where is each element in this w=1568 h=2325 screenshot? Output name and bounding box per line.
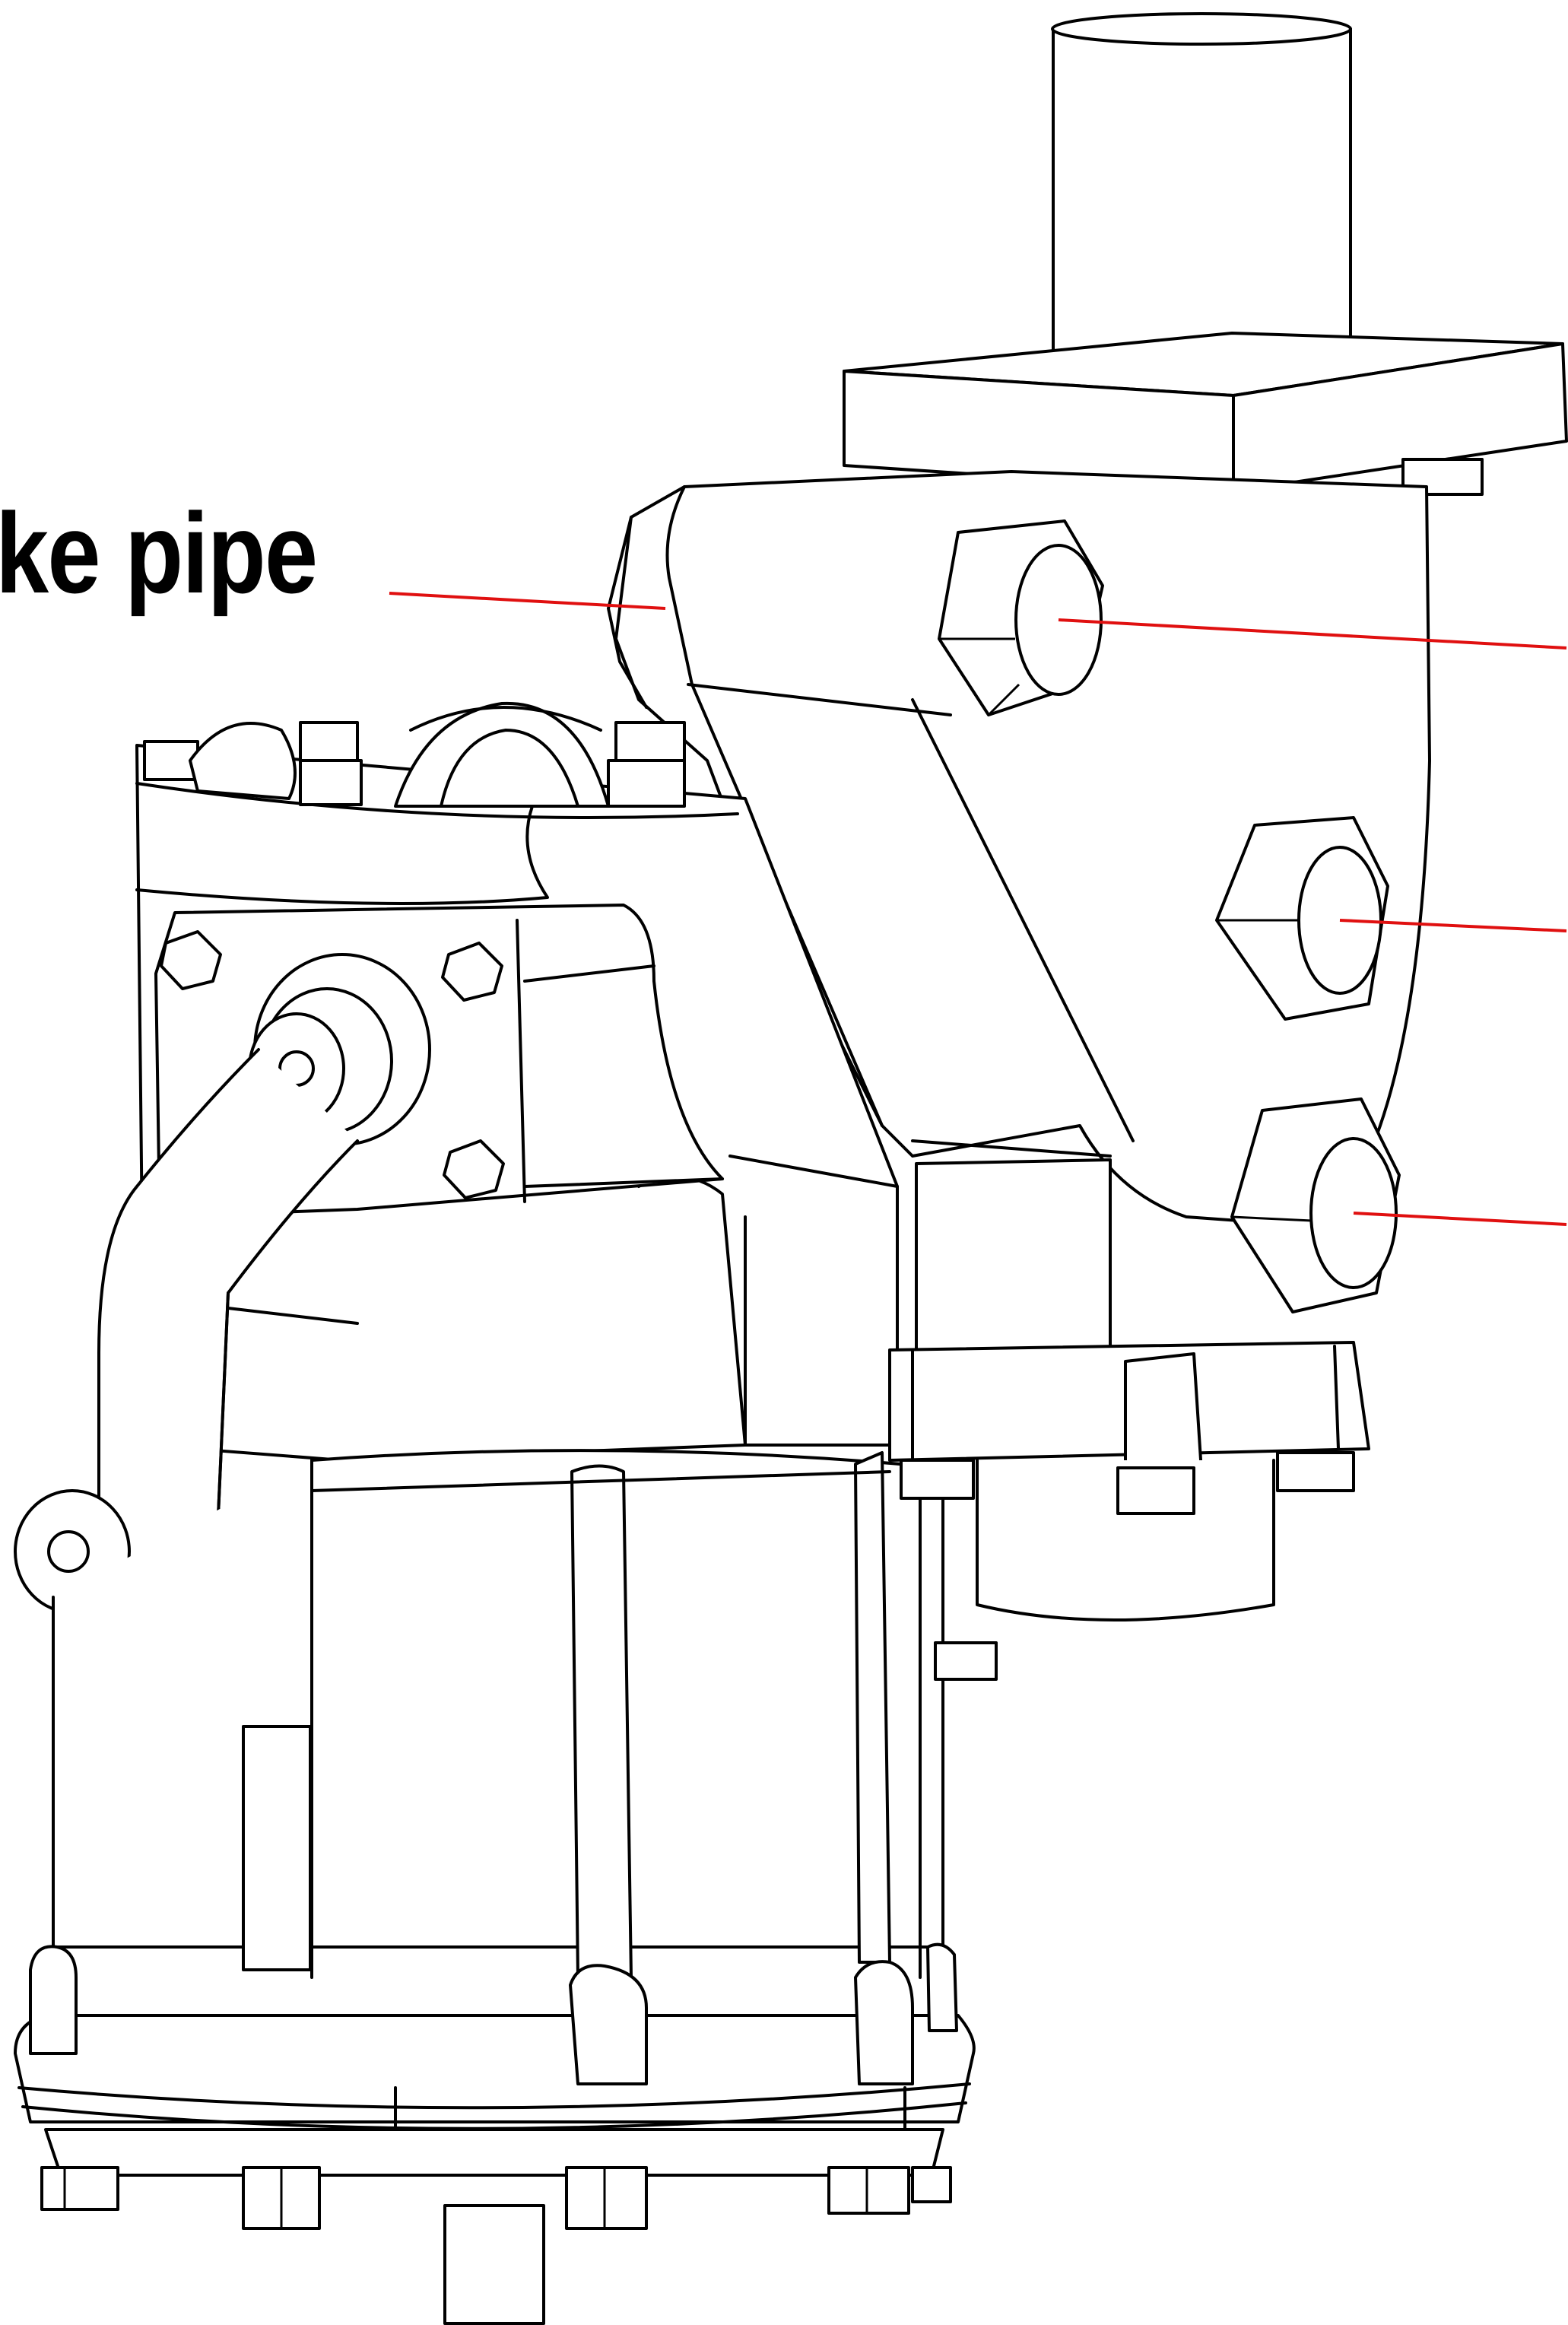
lower-fitting — [900, 1451, 1355, 1681]
lower-flange — [14, 2014, 976, 2177]
leader-bolt-middle — [1339, 919, 1567, 932]
leader-bolt-bottom — [1353, 1212, 1567, 1226]
housing-rim-bolts — [143, 701, 686, 808]
manifold-bolt-middle — [1215, 816, 1389, 1021]
pump-housing-lower — [52, 1449, 944, 1979]
top-pipe — [1051, 12, 1352, 366]
leader-bolt-top — [1058, 618, 1567, 650]
bottom-shaft — [443, 2204, 545, 2325]
leader-lines — [389, 592, 1567, 1226]
manifold-bolt-bottom — [1230, 1097, 1401, 1313]
intake-pipe-label: ke pipe — [0, 489, 318, 617]
leader-intake-pipe — [389, 592, 666, 610]
flange-studs — [29, 1942, 958, 2085]
top-flange-plate — [843, 332, 1568, 528]
manifold-body — [607, 470, 1431, 1226]
bottom-nuts — [40, 2166, 952, 2230]
